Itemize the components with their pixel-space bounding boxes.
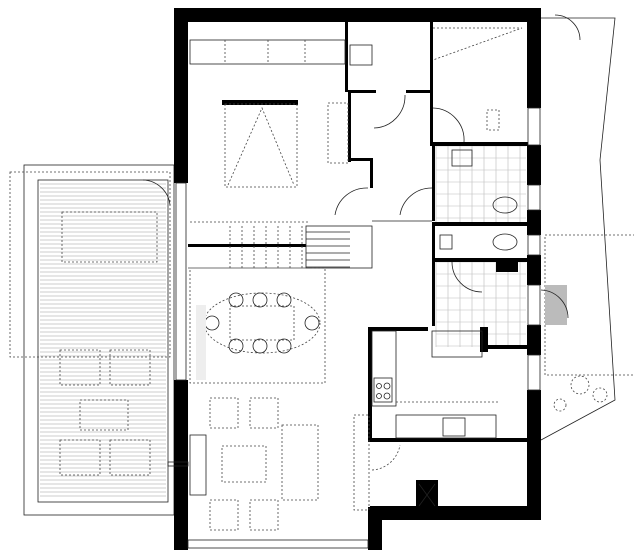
stairs (188, 225, 373, 269)
windows (175, 107, 541, 549)
terrace (9, 164, 175, 516)
dining-area (189, 267, 326, 384)
walls (174, 8, 541, 550)
living-area (167, 397, 319, 531)
bedroom (189, 39, 369, 223)
garden (540, 14, 634, 441)
kitchen (353, 330, 500, 511)
hall (349, 27, 569, 319)
bathroom-tiles (435, 145, 526, 347)
